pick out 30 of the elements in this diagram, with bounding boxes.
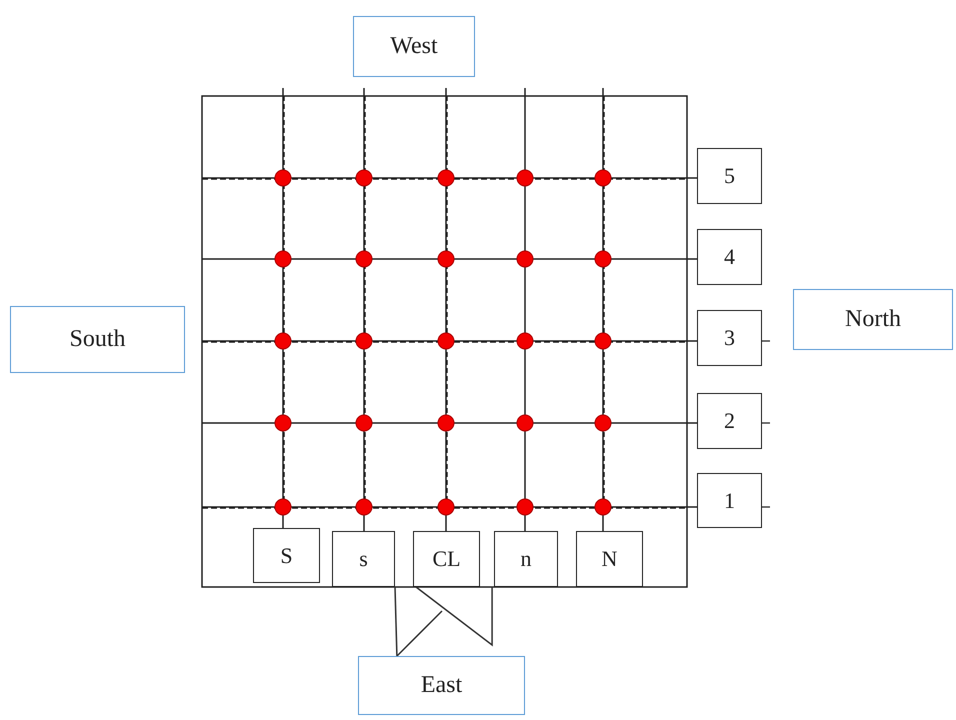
position-box <box>413 531 480 587</box>
row-number-box <box>697 393 762 449</box>
box-label: 4 <box>724 244 735 270</box>
position-box <box>332 531 395 587</box>
row-number-box <box>697 310 762 366</box>
box-label: n <box>520 546 532 572</box>
box-label: 2 <box>724 408 735 434</box>
box-label: 5 <box>724 163 735 189</box>
box-label: South <box>69 326 126 353</box>
box-label: 3 <box>724 325 735 351</box>
box-label: S <box>280 542 293 568</box>
row-number-box <box>697 473 762 528</box>
box-label: N <box>602 546 618 572</box>
position-box <box>253 528 320 583</box>
connector-line <box>416 586 493 647</box>
direction-box <box>10 306 185 373</box>
box-label: CL <box>432 546 461 572</box>
box-label: s <box>359 546 368 572</box>
box-label: 1 <box>724 488 735 514</box>
direction-box <box>353 16 475 77</box>
connector-line <box>394 586 398 656</box>
box-label: North <box>845 306 901 333</box>
box-label: West <box>390 33 438 60</box>
position-box <box>494 531 558 587</box>
direction-box <box>793 289 953 350</box>
position-box <box>576 531 643 587</box>
row-number-box <box>697 229 762 285</box>
box-label: East <box>420 672 462 699</box>
row-number-box <box>697 148 762 204</box>
direction-box <box>358 656 525 715</box>
